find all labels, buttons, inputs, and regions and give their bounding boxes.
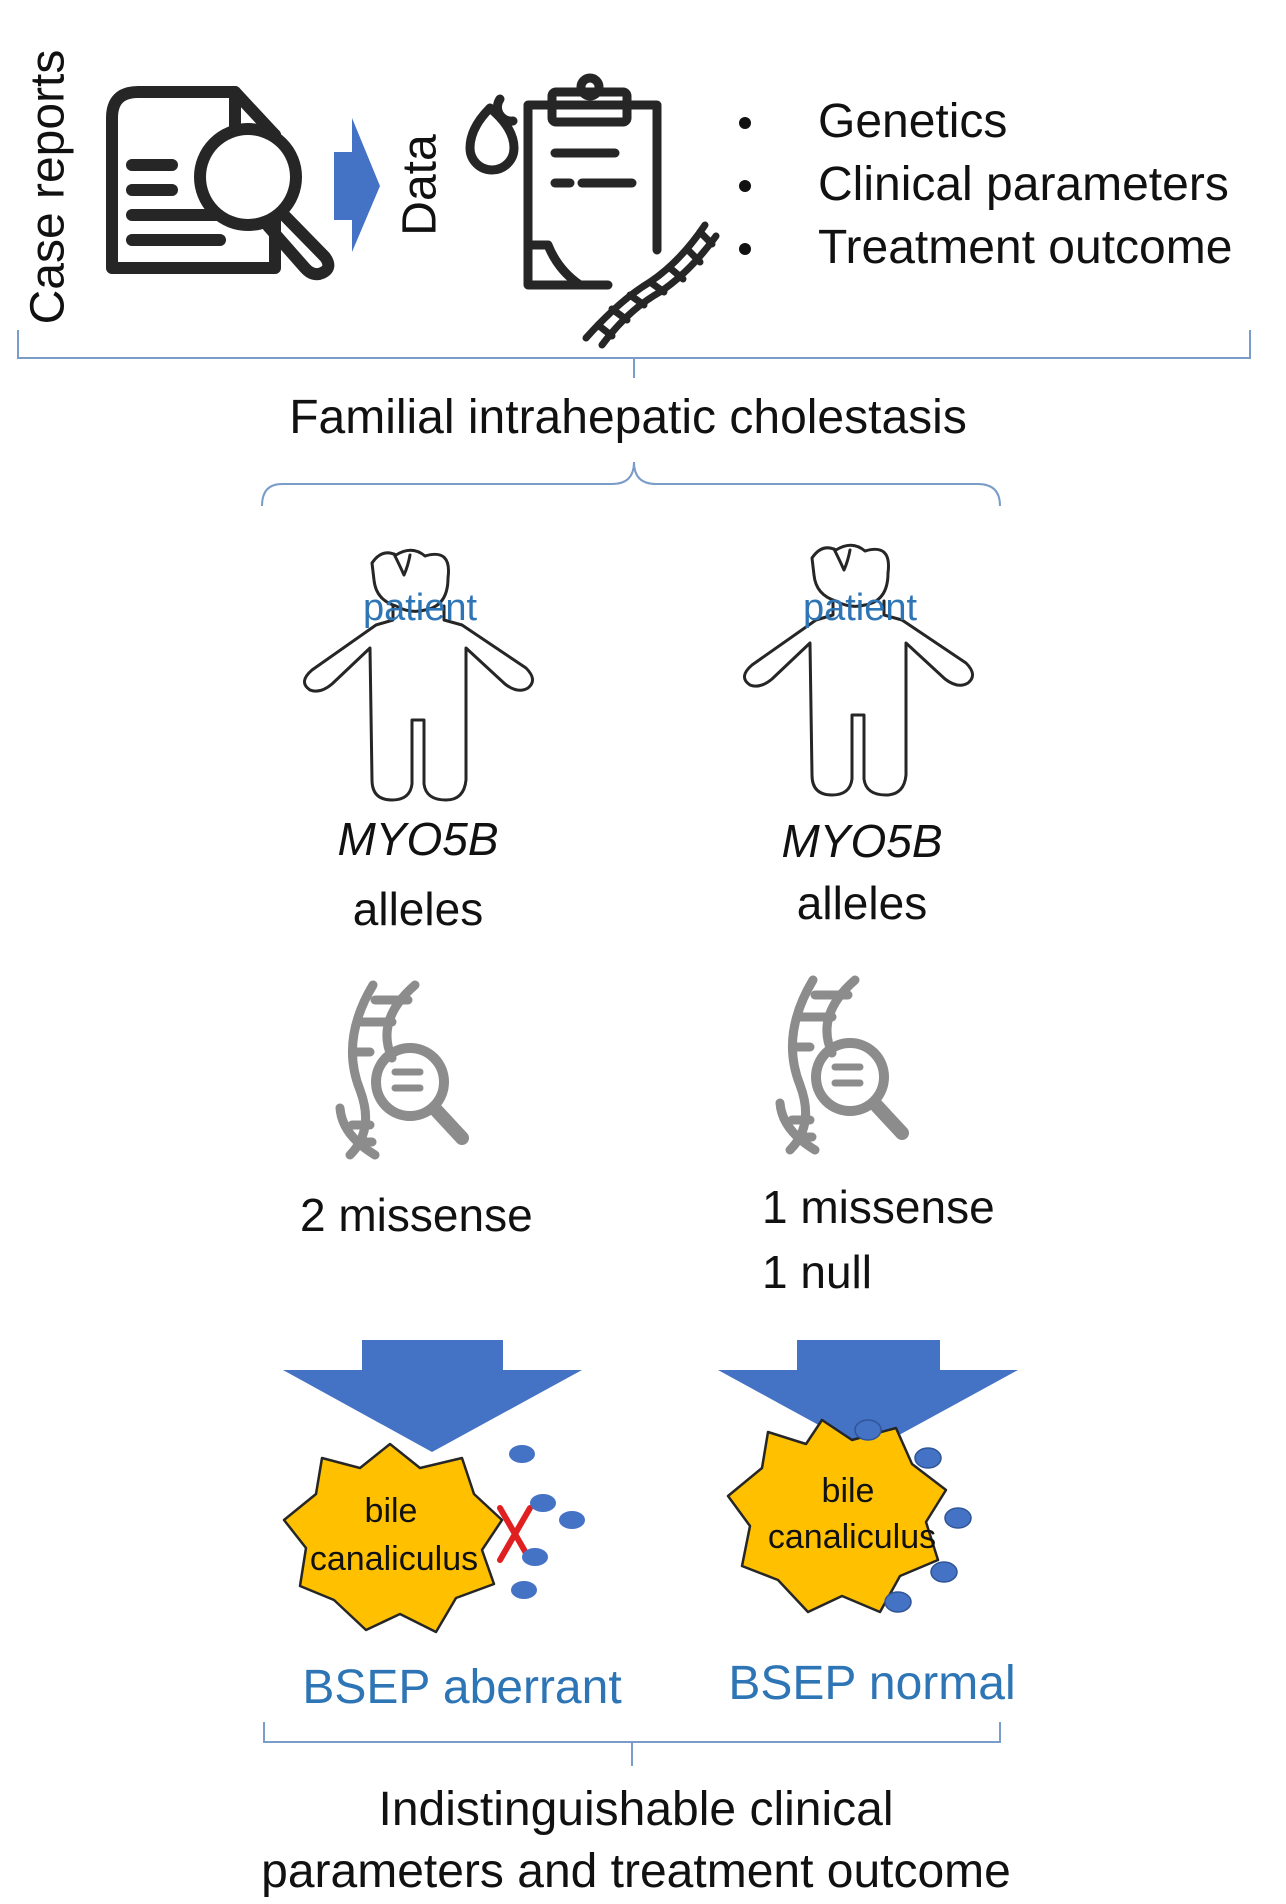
down-arrow-left-icon: [283, 1340, 582, 1452]
patient-label-left: patient: [362, 587, 478, 629]
down-arrow-right-icon: [718, 1340, 1018, 1452]
conclusion-line-2: parameters and treatment outcome: [261, 1845, 1011, 1898]
top-bracket: [17, 330, 1251, 378]
canaliculus-label-left-1: bile: [364, 1492, 418, 1530]
canaliculus-label-right-2: canaliculus: [767, 1518, 937, 1556]
alleles-label-right: alleles: [796, 877, 928, 929]
dna-icon: [582, 221, 720, 349]
bile-canaliculus-right: [726, 1418, 948, 1614]
alleles-label-left: alleles: [352, 883, 484, 935]
right-arrow-icon: [334, 118, 380, 252]
bsep-label-left: BSEP aberrant: [302, 1661, 622, 1714]
bile-canaliculus-left: [282, 1442, 504, 1634]
gene-label-right: MYO5B: [781, 815, 943, 867]
bullet-treatment-outcome: Treatment outcome: [818, 221, 1233, 274]
case-reports-label: Case reports: [21, 49, 75, 325]
bullet-clinical-parameters: Clinical parameters: [818, 158, 1229, 211]
bullet-markers: [739, 117, 751, 255]
gene-label-left: MYO5B: [337, 813, 499, 865]
patient-figure-right: [743, 543, 974, 797]
variant-left-1: 2 missense: [300, 1189, 533, 1241]
conclusion-line-1: Indistinguishable clinical: [378, 1783, 894, 1836]
data-label: Data: [393, 134, 447, 236]
bullet-genetics: Genetics: [818, 95, 1008, 148]
disease-label: Familial intrahepatic cholestasis: [289, 391, 967, 444]
variant-right-2: 1 null: [762, 1246, 872, 1298]
bsep-label-right: BSEP normal: [728, 1657, 1016, 1710]
canaliculus-label-left-2: canaliculus: [309, 1540, 479, 1578]
patient-label-right: patient: [802, 587, 918, 629]
bottom-bracket: [263, 1722, 1001, 1766]
patient-figure-left: [303, 548, 534, 802]
bsep-dots-membrane: [854, 1419, 972, 1613]
dna-magnifier-icon-right: [775, 975, 909, 1155]
dna-magnifier-icon-left: [335, 980, 469, 1160]
clipboard-data-icon: [465, 73, 662, 290]
variant-right-1: 1 missense: [762, 1181, 995, 1233]
bsep-dots-scattered: [509, 1445, 585, 1599]
patients-bracket: [261, 461, 1001, 507]
document-search-icon: [106, 86, 335, 281]
canaliculus-label-right-1: bile: [821, 1472, 875, 1510]
